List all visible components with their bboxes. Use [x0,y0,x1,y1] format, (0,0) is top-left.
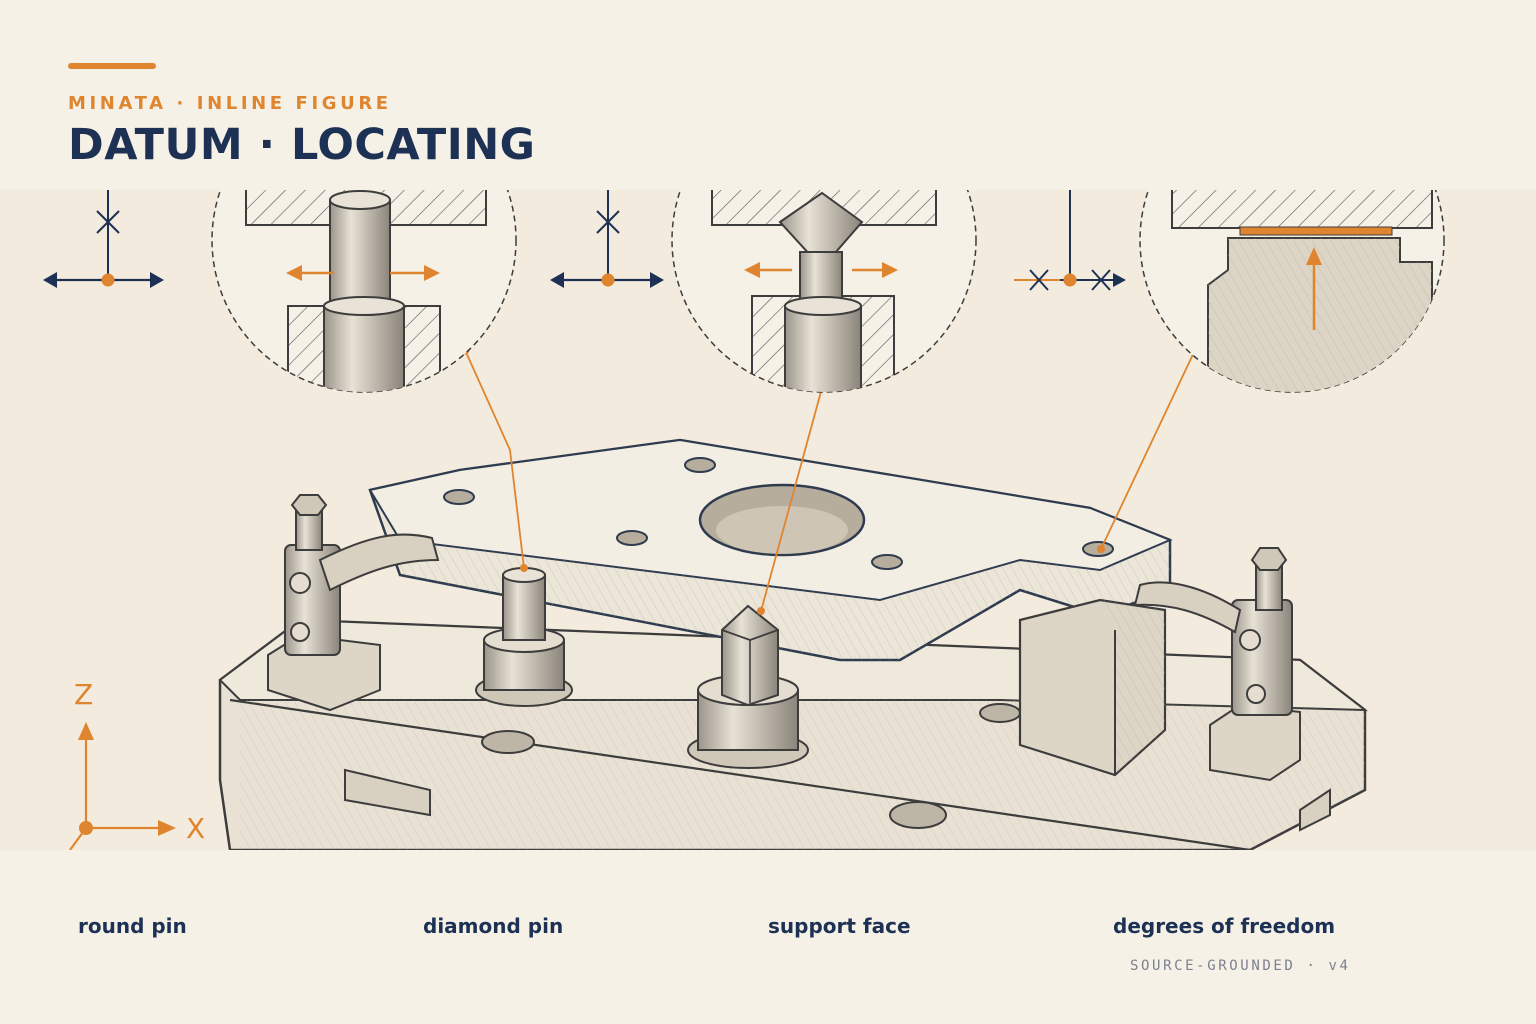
source-tag: SOURCE-GROUNDED · v4 [1130,958,1351,974]
figure-kicker: MINATA · INLINE FIGURE [68,93,392,114]
round-pin [475,564,573,707]
accent-bar [68,63,156,69]
diamond-pin-section-callout [671,190,977,393]
dof-diamond-pin-icon [550,190,664,288]
round-pin-section-callout [211,190,517,393]
caption-degrees-of-freedom: degrees of freedom [1113,914,1336,938]
xz-axes-icon: Z X [69,678,205,850]
leader-lines [464,347,1197,612]
x-axis-label: X [186,812,205,845]
caption-round-pin: round pin [78,914,187,938]
right-toggle-clamp [1133,547,1301,782]
fixture-illustration: Z X [0,190,1536,850]
diamond-pin [687,604,809,769]
figure-title: DATUM · LOCATING [68,120,536,170]
dof-support-face-icon [1014,190,1126,291]
dof-round-pin-icon [43,190,164,288]
support-face-section-callout [1139,190,1445,393]
z-axis-label: Z [74,678,93,711]
left-toggle-clamp [267,494,440,712]
caption-diamond-pin: diamond pin [423,914,564,938]
caption-support-face: support face [768,914,911,938]
workpiece-plate [368,438,1173,662]
support-block [1018,598,1167,777]
